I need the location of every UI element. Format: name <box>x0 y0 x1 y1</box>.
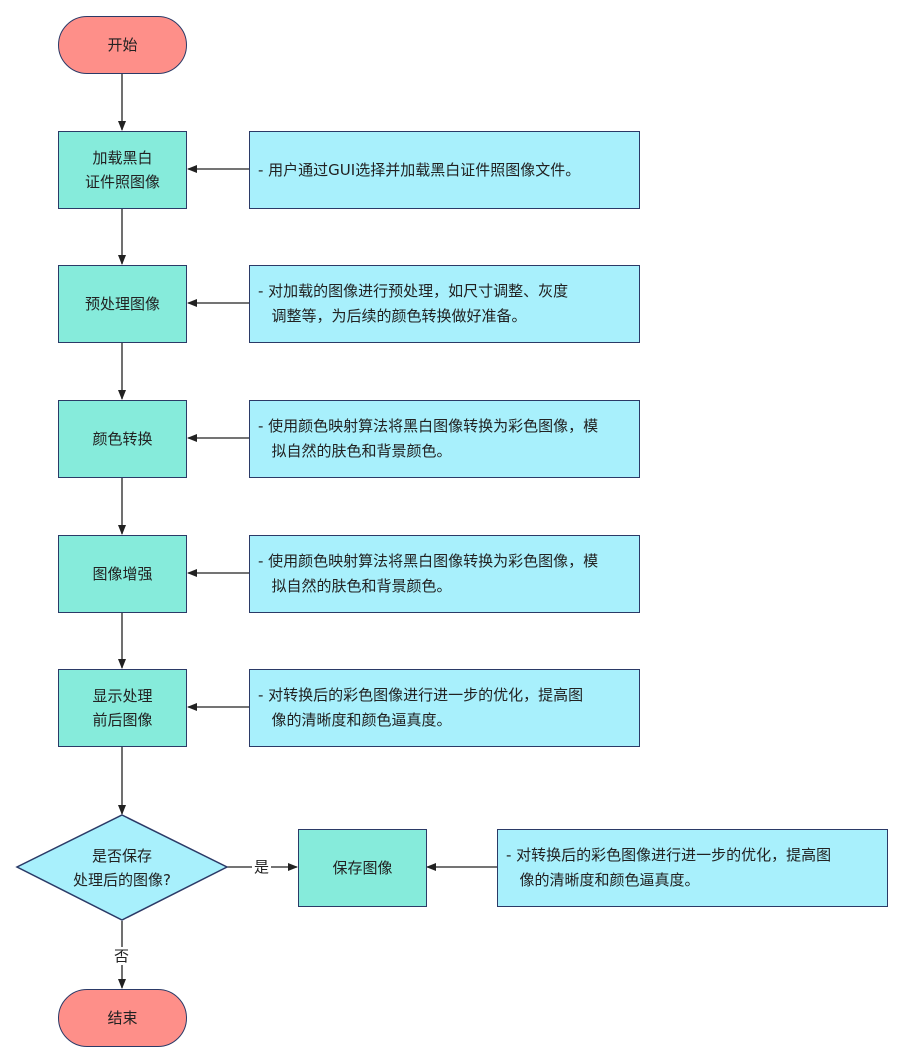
edge-label-no: 否 <box>112 947 132 965</box>
load-image-label-line1: 加载黑白 <box>92 149 153 167</box>
enhance-description-line1: - 使用颜色映射算法将黑白图像转换为彩色图像，模 <box>258 552 599 570</box>
preprocess-description-line2: 调整等，为后续的颜色转换做好准备。 <box>271 307 527 325</box>
color-convert-label: 颜色转换 <box>92 430 153 448</box>
save-description-line1: - 对转换后的彩色图像进行进一步的优化，提高图 <box>506 846 832 864</box>
save-image-label: 保存图像 <box>332 859 393 877</box>
color-convert-description-line2: 拟自然的肤色和背景颜色。 <box>271 442 452 460</box>
start-node: 开始 <box>58 16 187 74</box>
load-image-node: 加载黑白 证件照图像 <box>58 131 187 209</box>
save-description-line2: 像的清晰度和颜色逼真度。 <box>519 871 700 889</box>
preprocess-description: - 对加载的图像进行预处理，如尺寸调整、灰度 调整等，为后续的颜色转换做好准备。 <box>249 265 640 343</box>
display-description: - 对转换后的彩色图像进行进一步的优化，提高图 像的清晰度和颜色逼真度。 <box>249 669 640 747</box>
decision-label-line2: 处理后的图像? <box>73 870 171 889</box>
edge-label-yes: 是 <box>252 858 272 876</box>
enhance-node: 图像增强 <box>58 535 187 613</box>
enhance-description-line2: 拟自然的肤色和背景颜色。 <box>271 577 452 595</box>
preprocess-description-line1: - 对加载的图像进行预处理，如尺寸调整、灰度 <box>258 282 569 300</box>
load-image-label-line2: 证件照图像 <box>84 173 160 191</box>
load-description: - 用户通过GUI选择并加载黑白证件照图像文件。 <box>249 131 640 209</box>
display-description-line1: - 对转换后的彩色图像进行进一步的优化，提高图 <box>258 686 584 704</box>
enhance-label: 图像增强 <box>92 565 153 583</box>
color-convert-description-line1: - 使用颜色映射算法将黑白图像转换为彩色图像，模 <box>258 417 599 435</box>
save-image-node: 保存图像 <box>298 829 427 907</box>
display-description-line2: 像的清晰度和颜色逼真度。 <box>271 711 452 729</box>
display-label-line2: 前后图像 <box>92 711 153 729</box>
preprocess-node: 预处理图像 <box>58 265 187 343</box>
end-label: 结束 <box>107 1009 138 1027</box>
decision-node: 是否保存 处理后的图像? <box>17 815 227 920</box>
color-convert-node: 颜色转换 <box>58 400 187 478</box>
end-node: 结束 <box>58 989 187 1047</box>
color-convert-description: - 使用颜色映射算法将黑白图像转换为彩色图像，模 拟自然的肤色和背景颜色。 <box>249 400 640 478</box>
display-node: 显示处理 前后图像 <box>58 669 187 747</box>
enhance-description: - 使用颜色映射算法将黑白图像转换为彩色图像，模 拟自然的肤色和背景颜色。 <box>249 535 640 613</box>
display-label-line1: 显示处理 <box>92 687 153 705</box>
save-description: - 对转换后的彩色图像进行进一步的优化，提高图 像的清晰度和颜色逼真度。 <box>497 829 888 907</box>
preprocess-label: 预处理图像 <box>84 295 160 313</box>
start-label: 开始 <box>107 36 138 54</box>
load-description-line1: - 用户通过GUI选择并加载黑白证件照图像文件。 <box>258 160 581 179</box>
decision-label-line1: 是否保存 <box>91 846 152 865</box>
